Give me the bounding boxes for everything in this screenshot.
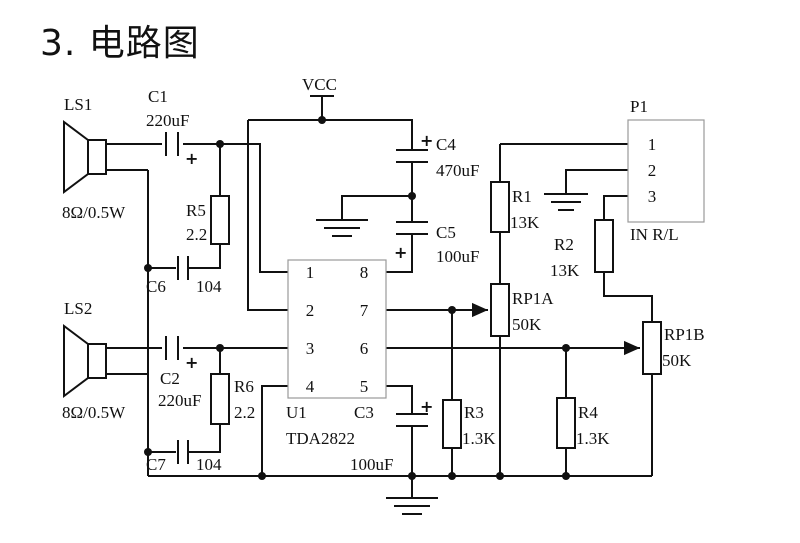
ic-pin-2: 2 xyxy=(306,301,315,320)
c7-value: 104 xyxy=(196,455,222,474)
capacitor-c2-icon xyxy=(165,336,179,360)
ic-pin-7: 7 xyxy=(360,301,369,320)
p1-label: P1 xyxy=(630,97,648,116)
c1-value: 220uF xyxy=(146,111,189,130)
ls2-rating: 8Ω/0.5W xyxy=(62,403,126,422)
capacitor-c1-icon xyxy=(165,132,179,156)
polarity-c1: + xyxy=(185,149,198,168)
resistor-r1-icon xyxy=(490,181,510,233)
resistor-r3-icon xyxy=(442,399,462,449)
potentiometer-rp1a-icon xyxy=(490,283,510,337)
polarity-c2: + xyxy=(185,353,198,372)
c2-value: 220uF xyxy=(158,391,201,410)
c5-label: C5 xyxy=(436,223,456,242)
page-title: 3. 电路图 xyxy=(40,23,200,64)
ground-icon-main xyxy=(386,497,438,515)
r3-label: R3 xyxy=(464,403,484,422)
ls2-label: LS2 xyxy=(64,299,92,318)
u1-label: U1 xyxy=(286,403,307,422)
resistor-r2-icon xyxy=(594,219,614,273)
capacitor-c3-icon xyxy=(396,413,428,427)
ic-pin-5: 5 xyxy=(360,377,369,396)
r3-value: 1.3K xyxy=(462,429,496,448)
u1-part: TDA2822 xyxy=(286,429,355,448)
r4-label: R4 xyxy=(578,403,598,422)
resistor-r5-icon xyxy=(210,195,230,245)
ground-icon-p1 xyxy=(544,193,588,211)
capacitor-c5-icon xyxy=(396,221,428,235)
ic-pin-8: 8 xyxy=(360,263,369,282)
junctions xyxy=(144,116,570,480)
resistor-r6-icon xyxy=(210,373,230,425)
c7-label: C7 xyxy=(146,455,166,474)
rp1b-value: 50K xyxy=(662,351,692,370)
vcc-label: VCC xyxy=(302,75,337,94)
ground-icon-c4 xyxy=(316,219,368,237)
c5-value: 100uF xyxy=(436,247,479,266)
connector-p1-body xyxy=(627,119,705,223)
resistor-r4-icon xyxy=(556,397,576,449)
c3-label: C3 xyxy=(354,403,374,422)
r6-label: R6 xyxy=(234,377,254,396)
c2-label: C2 xyxy=(160,369,180,388)
r5-label: R5 xyxy=(186,201,206,220)
polarity-c3: + xyxy=(420,397,433,416)
speaker-ls2-icon xyxy=(63,324,107,398)
r1-value: 13K xyxy=(510,213,540,232)
polarity-c4: + xyxy=(420,131,433,150)
rp1b-label: RP1B xyxy=(664,325,705,344)
ic-pin-3: 3 xyxy=(306,339,315,358)
ic-pin-4: 4 xyxy=(306,377,315,396)
p1-note: IN R/L xyxy=(630,225,679,244)
c4-label: C4 xyxy=(436,135,456,154)
polarity-c5: + xyxy=(394,243,407,262)
p1-pin-2: 2 xyxy=(648,161,657,180)
rp1a-label: RP1A xyxy=(512,289,554,308)
r1-label: R1 xyxy=(512,187,532,206)
capacitor-c7-icon xyxy=(177,440,189,464)
p1-pin-3: 3 xyxy=(648,187,657,206)
potentiometer-rp1b-icon xyxy=(642,321,662,375)
ic-pin-1: 1 xyxy=(306,263,315,282)
c6-value: 104 xyxy=(196,277,222,296)
c3-value: 100uF xyxy=(350,455,393,474)
c4-value: 470uF xyxy=(436,161,479,180)
ic-u1-body xyxy=(287,259,387,399)
speaker-ls1-icon xyxy=(63,120,107,194)
ic-pin-6: 6 xyxy=(360,339,369,358)
r4-value: 1.3K xyxy=(576,429,610,448)
c6-label: C6 xyxy=(146,277,166,296)
r2-label: R2 xyxy=(554,235,574,254)
rp1a-value: 50K xyxy=(512,315,542,334)
capacitor-c4-icon xyxy=(396,149,428,163)
r2-value: 13K xyxy=(550,261,580,280)
p1-pin-1: 1 xyxy=(648,135,657,154)
r5-value: 2.2 xyxy=(186,225,207,244)
r6-value: 2.2 xyxy=(234,403,255,422)
ls1-rating: 8Ω/0.5W xyxy=(62,203,126,222)
c1-label: C1 xyxy=(148,87,168,106)
ls1-label: LS1 xyxy=(64,95,92,114)
capacitor-c6-icon xyxy=(177,256,189,280)
